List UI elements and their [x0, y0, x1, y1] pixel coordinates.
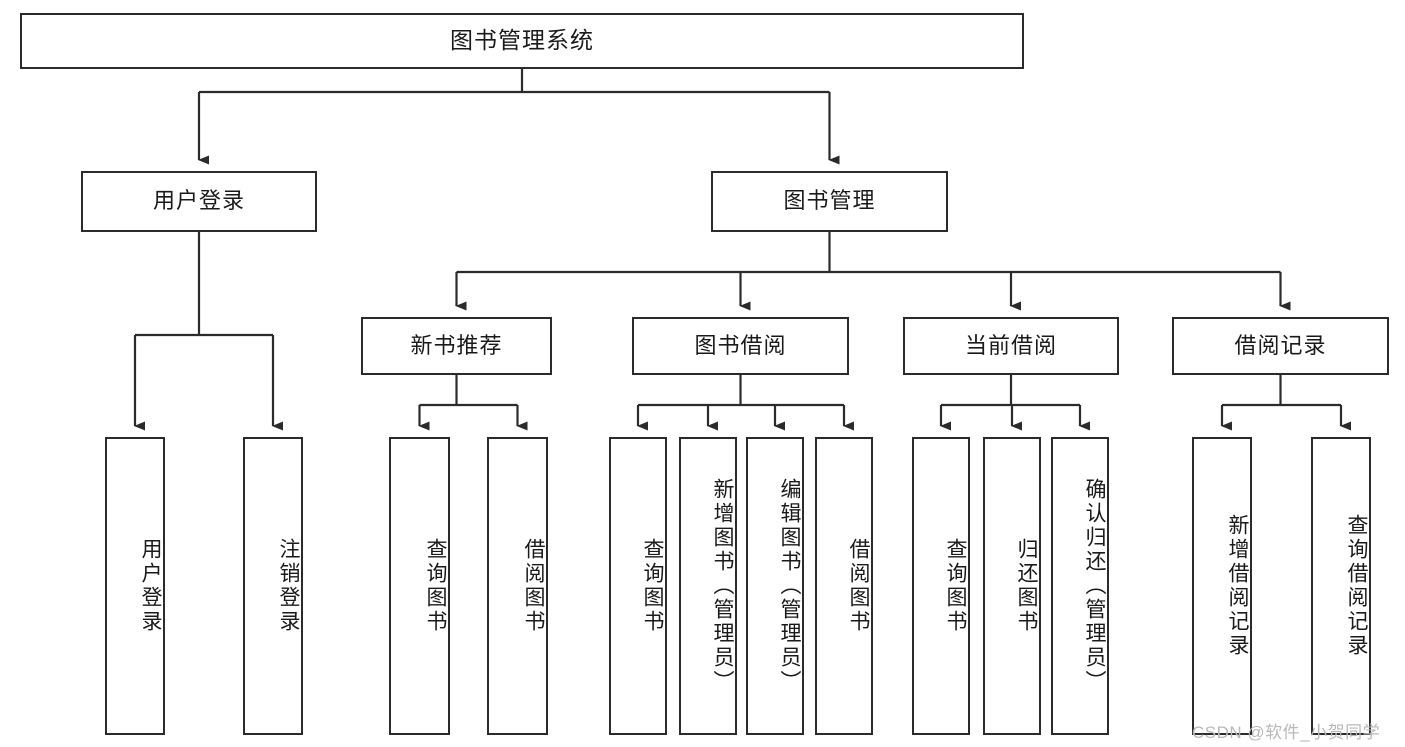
- node-leaf-query-rec[interactable]: 查询借阅记录: [1311, 437, 1371, 735]
- node-label: 借阅图书: [522, 538, 545, 634]
- node-leaf-borrow-1[interactable]: 借阅图书: [487, 437, 548, 735]
- node-book-borrow[interactable]: 图书借阅: [632, 317, 849, 375]
- node-leaf-edit-book[interactable]: 编辑图书（管理员）: [746, 437, 804, 735]
- node-new-book-rec[interactable]: 新书推荐: [361, 317, 552, 375]
- node-label: 用户登录: [139, 538, 162, 634]
- node-leaf-user-login[interactable]: 用户登录: [105, 437, 165, 735]
- node-label: 确认归还（管理员）: [1083, 478, 1106, 694]
- node-label: 图书管理系统: [450, 27, 594, 54]
- node-label: 查询借阅记录: [1345, 514, 1368, 658]
- csdn-watermark: CSDN @软件_小贺同学: [1192, 723, 1381, 742]
- node-leaf-confirm[interactable]: 确认归还（管理员）: [1051, 437, 1109, 735]
- node-book-manage[interactable]: 图书管理: [711, 171, 948, 232]
- node-current-borrow[interactable]: 当前借阅: [903, 317, 1119, 375]
- node-label: 查询图书: [944, 538, 967, 634]
- node-leaf-add-book[interactable]: 新增图书（管理员）: [679, 437, 737, 735]
- node-label: 新书推荐: [410, 332, 503, 358]
- node-label: 用户登录: [152, 188, 245, 214]
- node-label: 当前借阅: [964, 332, 1057, 358]
- node-label: 新增图书（管理员）: [711, 478, 734, 694]
- node-user-login[interactable]: 用户登录: [81, 171, 317, 232]
- node-leaf-borrow-2[interactable]: 借阅图书: [815, 437, 873, 735]
- node-leaf-query-3[interactable]: 查询图书: [912, 437, 970, 735]
- node-label: 编辑图书（管理员）: [778, 478, 801, 694]
- node-leaf-return[interactable]: 归还图书: [983, 437, 1041, 735]
- node-leaf-logout[interactable]: 注销登录: [243, 437, 303, 735]
- node-label: 注销登录: [277, 538, 300, 634]
- node-root[interactable]: 图书管理系统: [20, 13, 1024, 69]
- node-label: 借阅图书: [847, 538, 870, 634]
- node-label: 归还图书: [1015, 538, 1038, 634]
- node-label: 查询图书: [641, 538, 664, 634]
- node-label: 借阅记录: [1234, 332, 1327, 358]
- node-label: 查询图书: [424, 538, 447, 634]
- node-label: 图书借阅: [694, 332, 787, 358]
- node-label: 新增借阅记录: [1226, 514, 1249, 658]
- node-borrow-record[interactable]: 借阅记录: [1172, 317, 1389, 375]
- node-leaf-query-2[interactable]: 查询图书: [609, 437, 667, 735]
- node-label: 图书管理: [783, 188, 876, 214]
- node-leaf-query-1[interactable]: 查询图书: [389, 437, 450, 735]
- node-leaf-add-rec[interactable]: 新增借阅记录: [1192, 437, 1252, 735]
